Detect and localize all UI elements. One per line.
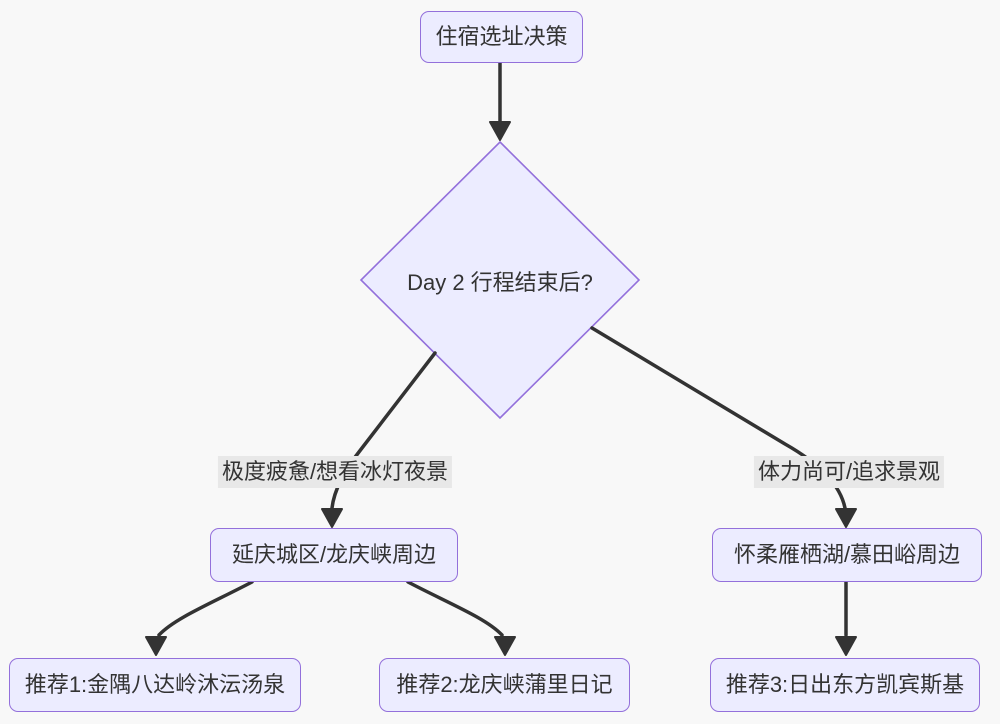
edge-label-right-condition: 体力尚可/追求景观 (753, 456, 945, 488)
edge-left-area-to-rec2 (406, 580, 504, 637)
node-recommendation-2: 推荐2:龙庆峡蒲里日记 (379, 658, 630, 712)
arrowhead-right-area (835, 508, 857, 528)
edge-left-area-to-rec1 (157, 580, 254, 637)
edge-label-left-condition: 极度疲惫/想看冰灯夜景 (217, 456, 453, 488)
node-recommendation-3: 推荐3:日出东方凯宾斯基 (710, 658, 980, 712)
node-right-area: 怀柔雁栖湖/慕田峪周边 (712, 528, 982, 582)
arrowhead-rec2 (494, 636, 516, 656)
node-decision-label: Day 2 行程结束后? (407, 270, 593, 295)
decision-diamond-shape (359, 140, 641, 420)
arrowhead-left-area (321, 508, 343, 528)
arrowhead-decision (489, 121, 511, 141)
node-root: 住宿选址决策 (420, 11, 583, 63)
node-recommendation-1: 推荐1:金隅八达岭沐沄汤泉 (9, 658, 301, 712)
arrowhead-rec3 (835, 636, 857, 656)
arrowhead-rec1 (145, 636, 167, 656)
node-left-area: 延庆城区/龙庆峡周边 (210, 528, 458, 582)
